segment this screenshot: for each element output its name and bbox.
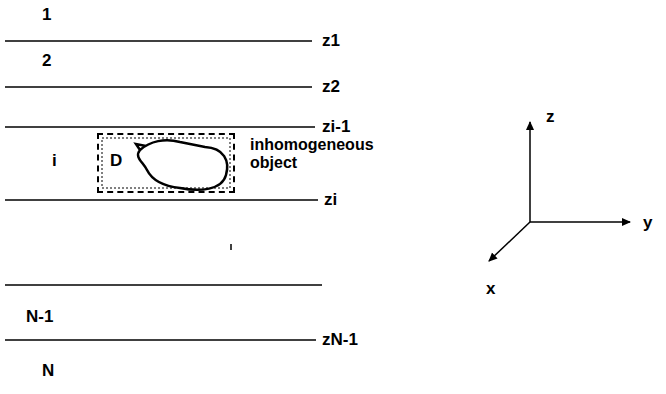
layer-number: i — [52, 152, 57, 169]
interface-label: zi-1 — [322, 118, 350, 135]
axis-label: y — [643, 214, 652, 231]
interface-line — [5, 86, 312, 88]
interface-line — [5, 126, 315, 128]
layer-number: N — [42, 362, 54, 379]
interface-label: z2 — [322, 78, 340, 95]
region-box: Dinhomogeneous object — [97, 133, 235, 193]
interface-label: z1 — [322, 32, 340, 49]
tick-mark — [230, 244, 232, 250]
region-label: D — [110, 152, 122, 171]
axis-label: x — [486, 280, 495, 297]
layer-number: N-1 — [26, 308, 53, 325]
y-axis — [530, 221, 630, 223]
inhomogeneous-object — [136, 140, 227, 190]
interface-line — [5, 339, 316, 341]
layer-number: 1 — [42, 6, 51, 23]
interface-label: zi — [324, 191, 337, 208]
interface-line — [5, 284, 322, 286]
layer-number: 2 — [42, 52, 51, 69]
x-axis — [489, 222, 530, 261]
interface-line — [5, 199, 318, 201]
interface-label: zN-1 — [322, 331, 358, 348]
object-label: inhomogeneous object — [250, 136, 385, 171]
inner-dotted-box — [102, 138, 230, 188]
z-axis — [529, 122, 531, 222]
axis-label: z — [546, 108, 555, 125]
interface-line — [5, 40, 312, 42]
